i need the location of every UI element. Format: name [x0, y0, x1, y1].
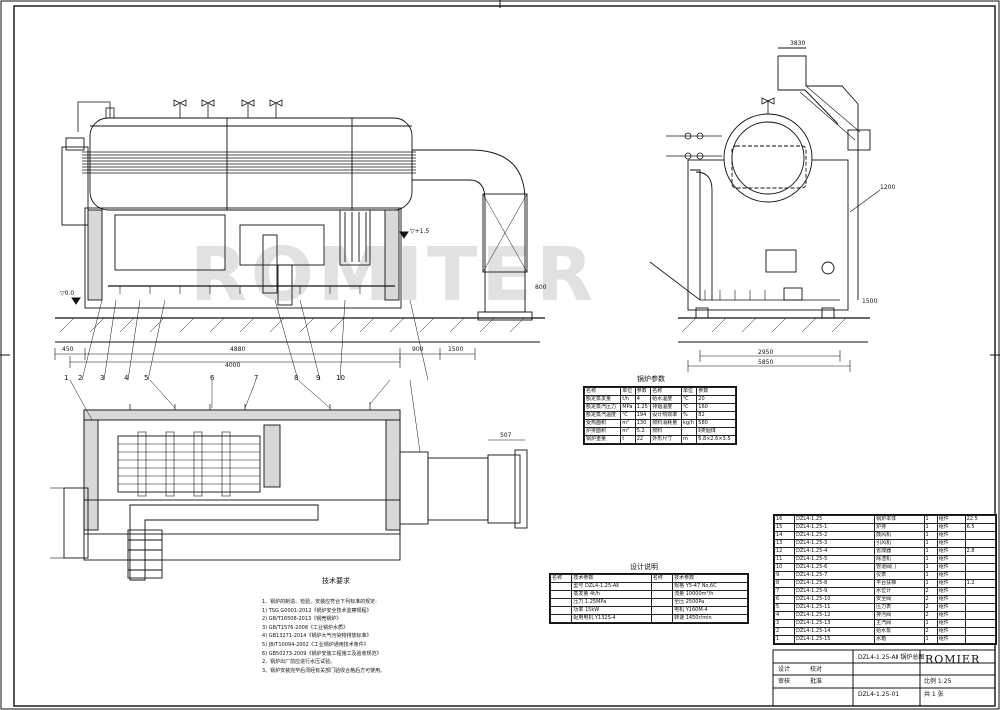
- front-leader-8: 8: [294, 374, 299, 382]
- side-dim-1500: 1500: [862, 298, 878, 305]
- front-elev-1: ▽+1.5: [410, 228, 430, 235]
- table-row: 名称技术参数名称技术参数: [549, 574, 748, 583]
- title-block-field: 共 1 张: [924, 691, 944, 698]
- note-line: 3) GB/T1576-2008《工业锅炉水质》: [262, 624, 349, 631]
- side-elevation-view: [649, 47, 881, 372]
- technical-notes: 1、锅炉的制造、检验、安装应符合下列标准的规定: 1) TSG G0001-20…: [262, 598, 385, 675]
- note-line: 1) TSG G0001-2012《锅炉安全技术监察规程》: [262, 607, 372, 614]
- note-line: 2) GB/T16508-2013《锅壳锅炉》: [262, 616, 342, 623]
- front-leader-4: 4: [124, 374, 129, 382]
- title-block-field: 校对: [810, 666, 823, 673]
- title-block-field: 审核: [778, 678, 791, 685]
- tech-table-title: 锅炉参数: [637, 375, 665, 383]
- front-leader-5: 5: [144, 374, 149, 382]
- watermark-text: ROMITER: [190, 232, 598, 318]
- note-line: 5) JB/T10094-2002《工业锅炉通用技术条件》: [262, 641, 369, 648]
- table-row: 名称单位参数名称单位参数: [583, 387, 736, 396]
- front-elevation-view: [54, 99, 545, 381]
- title-block-drawing-no: DZL4-1.25-01: [858, 691, 900, 698]
- title-block-field: 批准: [810, 678, 823, 685]
- side-dim-1200: 1200: [880, 184, 896, 191]
- side-dim-2950: 2950: [758, 349, 774, 356]
- title-block-name: DZL4-1.25-AⅡ 锅炉总图: [858, 654, 925, 661]
- front-elev-0: ▽0.0: [60, 290, 75, 297]
- plan-view: [50, 379, 528, 581]
- front-dim-4880: 4880: [230, 346, 246, 353]
- front-dim-1500: 1500: [448, 346, 464, 353]
- front-leader-3: 3: [100, 374, 105, 382]
- notes-title: 技术要求: [322, 577, 350, 585]
- side-dim-5850: 5850: [758, 359, 774, 366]
- title-block-frame: [772, 649, 996, 707]
- design-table-title: 设计说明: [630, 563, 658, 571]
- note-line: 2、锅炉出厂前应进行水压试验。: [262, 659, 336, 666]
- front-leader-6: 6: [210, 374, 215, 382]
- note-line: 1、锅炉的制造、检验、安装应符合下列标准的规定:: [262, 599, 377, 605]
- front-leader-2: 2: [78, 374, 83, 382]
- note-line: 4) GB13271-2014《锅炉大气污染物排放标准》: [262, 633, 372, 640]
- plan-dim-507: 507: [500, 432, 512, 439]
- front-dim-900: 900: [412, 346, 424, 353]
- title-block-field: 设计: [778, 666, 791, 673]
- note-line: 3、锅炉安装完毕后须经有关部门验收合格后方可使用。: [262, 667, 386, 674]
- side-dim-3830: 3830: [790, 40, 806, 47]
- front-dim-4000: 4000: [225, 362, 241, 369]
- note-line: 6) GB50273-2009《锅炉安装工程施工及验收规范》: [262, 650, 382, 657]
- title-block-field: 比例 1:25: [924, 678, 952, 685]
- brand-logo-text: ROMIER: [925, 653, 981, 666]
- front-leader-1: 1: [64, 374, 69, 382]
- front-leader-10: 10: [336, 374, 345, 382]
- front-leader-7: 7: [254, 374, 259, 382]
- front-dim-800: 800: [535, 284, 547, 291]
- front-leader-9: 9: [316, 374, 321, 382]
- front-dim-450: 450: [62, 346, 74, 353]
